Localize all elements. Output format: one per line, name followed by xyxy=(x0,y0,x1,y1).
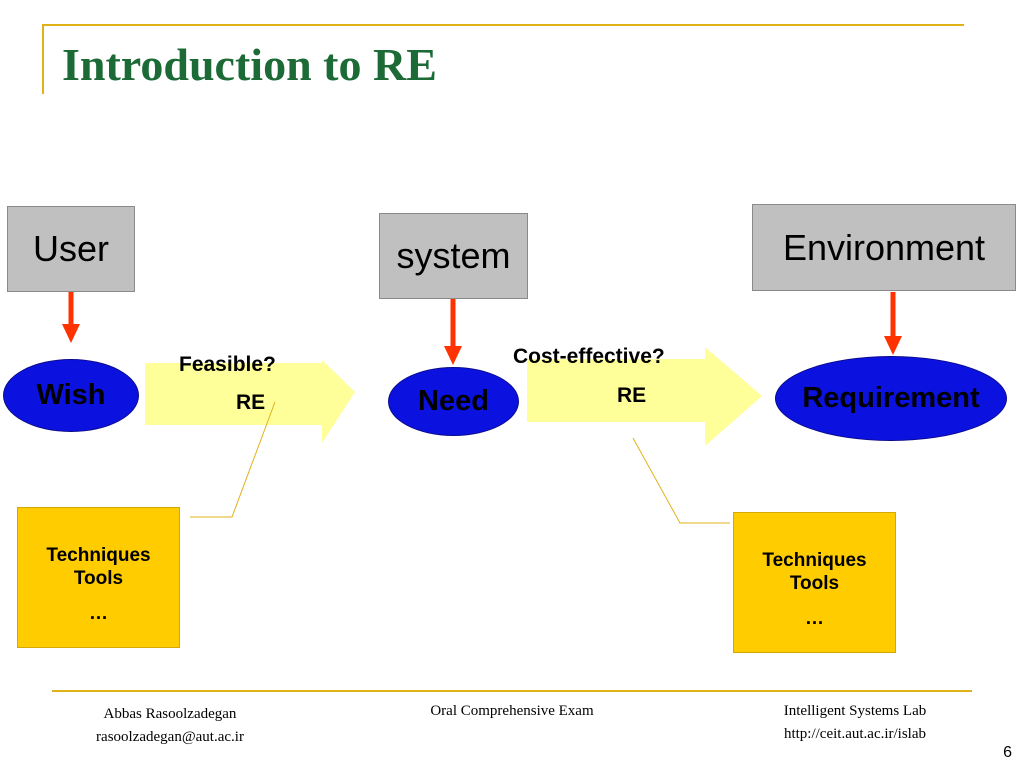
techniques-box-left: Techniques Tools … xyxy=(17,507,180,648)
footer-author-block: Abbas Rasoolzadegan rasoolzadegan@aut.ac… xyxy=(80,703,260,749)
callout-line-left xyxy=(190,401,276,518)
ellipsis-label: … xyxy=(89,603,108,624)
tools-label: Tools xyxy=(789,573,840,594)
red-arrow-environment xyxy=(884,292,902,355)
wish-oval-label: Wish xyxy=(36,379,106,411)
re-label-right: RE xyxy=(617,384,647,407)
footer-lab-block: Intelligent Systems Lab http://ceit.aut.… xyxy=(760,700,950,746)
red-arrow-system xyxy=(444,299,462,365)
footer-lab: Intelligent Systems Lab xyxy=(783,703,927,719)
need-oval-label: Need xyxy=(418,385,489,417)
red-arrow-user xyxy=(62,292,80,343)
footer-event: Oral Comprehensive Exam xyxy=(430,703,594,719)
re-label-left: RE xyxy=(236,391,266,414)
wish-oval: Wish xyxy=(3,359,139,432)
page-number: 6 xyxy=(1003,744,1012,761)
callout-line-right xyxy=(632,437,730,524)
system-box-label: system xyxy=(396,235,511,276)
ellipsis-label: … xyxy=(805,608,824,629)
cost-effective-label: Cost-effective? xyxy=(513,345,665,368)
left-accent-line xyxy=(42,24,44,94)
environment-box-label: Environment xyxy=(782,226,986,268)
footer-url: http://ceit.aut.ac.ir/islab xyxy=(783,726,927,742)
techniques-label: Techniques xyxy=(762,550,867,571)
footer-line xyxy=(52,690,972,692)
tools-label: Tools xyxy=(73,568,124,589)
system-box: system xyxy=(379,213,528,299)
user-box: User xyxy=(7,206,135,292)
top-accent-line xyxy=(42,24,964,26)
environment-box: Environment xyxy=(752,204,1016,291)
block-arrow-right xyxy=(527,347,762,446)
footer-author: Abbas Rasoolzadegan xyxy=(103,706,237,722)
slide-title: Introduction to RE xyxy=(62,39,437,90)
block-arrow-left xyxy=(145,360,355,443)
techniques-label: Techniques xyxy=(46,545,151,566)
feasible-label: Feasible? xyxy=(179,353,276,376)
footer-email: rasoolzadegan@aut.ac.ir xyxy=(96,729,244,745)
techniques-box-right: Techniques Tools … xyxy=(733,512,896,653)
requirement-oval: Requirement xyxy=(775,356,1007,441)
need-oval: Need xyxy=(388,367,519,436)
requirement-oval-label: Requirement xyxy=(802,382,980,414)
user-box-label: User xyxy=(32,228,109,269)
